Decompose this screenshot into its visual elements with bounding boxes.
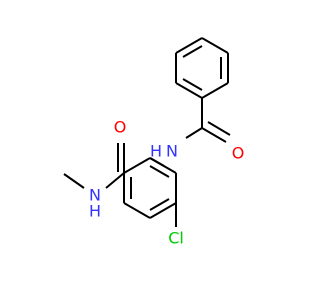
bond (201, 37, 229, 54)
bond (123, 202, 151, 219)
atom-label-o-methylamide: O (114, 118, 127, 137)
chlorophenyl-ring (123, 157, 177, 219)
atom-label-h-methyl: H (89, 202, 101, 221)
bond (175, 37, 203, 54)
molecule-structure: N H O O N H Cl (63, 37, 245, 248)
atom-label-o-carbonyl: O (232, 144, 245, 163)
benzoyl-phenyl-ring (175, 37, 229, 99)
bond (207, 121, 231, 136)
bond (123, 157, 151, 174)
bond (149, 157, 177, 174)
atom-label-cl: Cl (168, 229, 184, 248)
bond (201, 127, 227, 143)
bond (149, 165, 170, 178)
atom-label-nh-methyl: N (89, 186, 101, 205)
methylamide-group (63, 143, 125, 189)
bond (105, 172, 125, 189)
bond (185, 127, 203, 139)
bond (149, 202, 177, 219)
bond (182, 45, 203, 58)
bond (201, 82, 229, 99)
bond (175, 82, 203, 99)
atom-label-h-amide: H (150, 142, 162, 161)
bond (149, 198, 170, 211)
atom-label-nh-amide: N (166, 142, 178, 161)
bond (63, 173, 85, 189)
bond (182, 78, 203, 91)
